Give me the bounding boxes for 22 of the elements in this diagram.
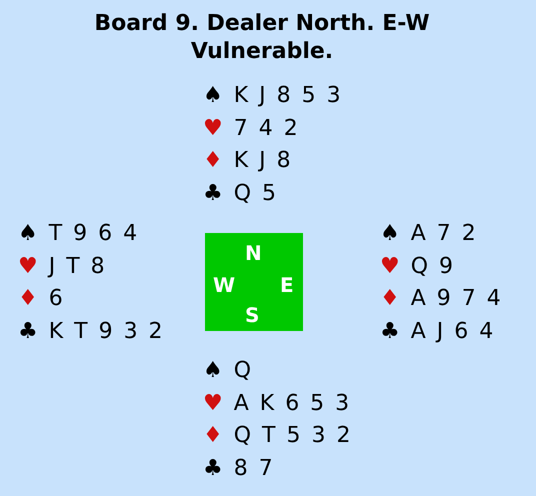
- suit-holding: ♣ A J 6 4: [380, 318, 496, 346]
- suit-holding: ♣ 8 7: [203, 454, 276, 482]
- suit-holding: ♠ T 9 6 4: [18, 220, 140, 248]
- suit-holding: ♠ K J 8 5 3: [203, 82, 343, 110]
- title: Board 9. Dealer North. E-W Vulnerable.: [93, 10, 431, 66]
- suit-holding: ♥ J T 8: [18, 252, 108, 280]
- suit-holding: ♥ 7 4 2: [203, 114, 301, 142]
- compass-square: [205, 233, 303, 331]
- compass-letter: S: [245, 305, 260, 325]
- suit-holding: ♣ Q 5: [203, 180, 280, 208]
- suit-holding: ♥ A K 6 5 3: [203, 390, 352, 418]
- compass-letter: N: [245, 243, 262, 263]
- compass-letter: E: [280, 275, 294, 295]
- suit-holding: ♦ Q T 5 3 2: [203, 422, 352, 450]
- compass-letter: W: [213, 275, 236, 295]
- suit-holding: ♥ Q 9: [380, 252, 456, 280]
- suit-holding: ♦ K J 8: [203, 147, 294, 175]
- suit-holding: ♦ 6: [18, 285, 66, 313]
- suit-holding: ♠ A 7 2: [380, 220, 479, 248]
- suit-holding: ♦ A 9 7 4: [380, 285, 503, 313]
- suit-holding: ♣ K T 9 3 2: [18, 318, 165, 346]
- suit-holding: ♠ Q: [203, 357, 254, 385]
